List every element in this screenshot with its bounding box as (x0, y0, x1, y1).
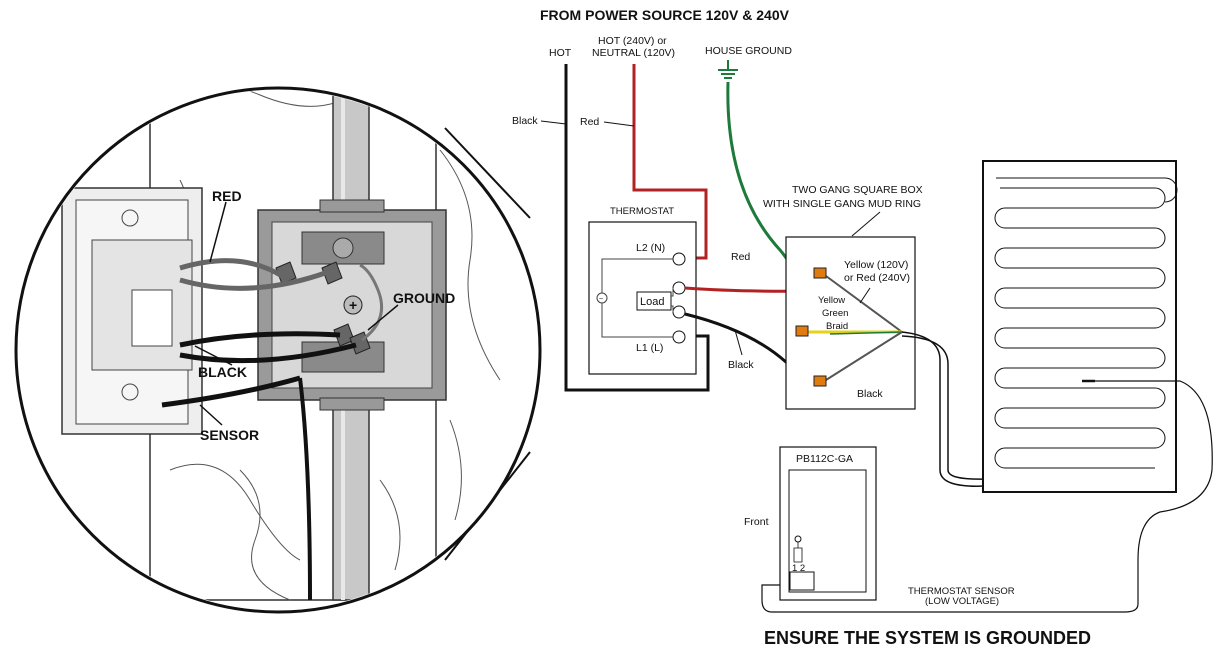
terminal-load-2 (672, 305, 686, 319)
thermostat-l2: L2 (N) (636, 242, 665, 254)
label-hot-neutral-2: NEUTRAL (120V) (592, 47, 675, 59)
jbox-braid-2: Green (822, 308, 848, 319)
label-black-mid: Black (728, 359, 754, 371)
label-black-box: Black (857, 388, 883, 400)
callout-sensor: SENSOR (200, 427, 259, 443)
callout-red: RED (212, 188, 242, 204)
terminal-l1 (672, 330, 686, 344)
jbox-braid-1: Yellow (818, 295, 845, 306)
label-hot-neutral-1: HOT (240V) or (598, 35, 667, 47)
sensor-label-2: (LOW VOLTAGE) (925, 596, 999, 607)
thermostat-title: THERMOSTAT (610, 206, 674, 217)
thermostat-l1: L1 (L) (636, 342, 663, 354)
wire-nut-mid (795, 325, 809, 337)
terminal-load-1 (672, 281, 686, 295)
jbox-title-2: WITH SINGLE GANG MUD RING (763, 198, 921, 210)
label-red-top: Red (580, 116, 599, 128)
thermostat-load: Load (640, 296, 664, 308)
header-title: FROM POWER SOURCE 120V & 240V (540, 7, 790, 23)
footer-warning: ENSURE THE SYSTEM IS GROUNDED (764, 628, 1091, 648)
installation-illustration: + RED BLACK (14, 86, 542, 614)
jbox-title-1: TWO GANG SQUARE BOX (792, 184, 923, 196)
thermostat-schematic: THERMOSTAT L2 (N) L1 (L) ~ Load (588, 206, 697, 375)
jbox-yellow-2: or Red (240V) (844, 272, 910, 284)
ground-symbol-icon (718, 60, 738, 79)
sensor-label-1: THERMOSTAT SENSOR (908, 586, 1015, 597)
jbox-braid-3: Braid (826, 321, 848, 332)
svg-text:~: ~ (599, 296, 603, 303)
wire-red-source (632, 64, 708, 260)
wire-sensor (761, 380, 1213, 613)
sensor-front: Front (744, 516, 769, 528)
junction-box-schematic: TWO GANG SQUARE BOX WITH SINGLE GANG MUD… (763, 184, 923, 410)
label-hot: HOT (549, 47, 572, 59)
sensor-panel: PB112C-GA Front 1 2 (744, 446, 877, 601)
terminal-l2 (672, 252, 686, 266)
heating-mat (982, 160, 1178, 493)
label-black-top: Black (512, 115, 538, 127)
callout-black: BLACK (198, 364, 247, 380)
svg-text:+: + (349, 297, 357, 313)
jbox-yellow-1: Yellow (120V) (844, 259, 908, 271)
sensor-model: PB112C-GA (796, 453, 853, 465)
sine-source-icon (596, 292, 608, 304)
label-red-mid: Red (731, 251, 750, 263)
label-house-ground: HOUSE GROUND (705, 45, 792, 57)
callout-ground: GROUND (393, 290, 455, 306)
wire-hot-black (564, 64, 710, 392)
sensor-terminals: 1 2 (792, 563, 805, 574)
wire-nut-top (813, 267, 827, 279)
wire-nut-bottom (813, 375, 827, 387)
